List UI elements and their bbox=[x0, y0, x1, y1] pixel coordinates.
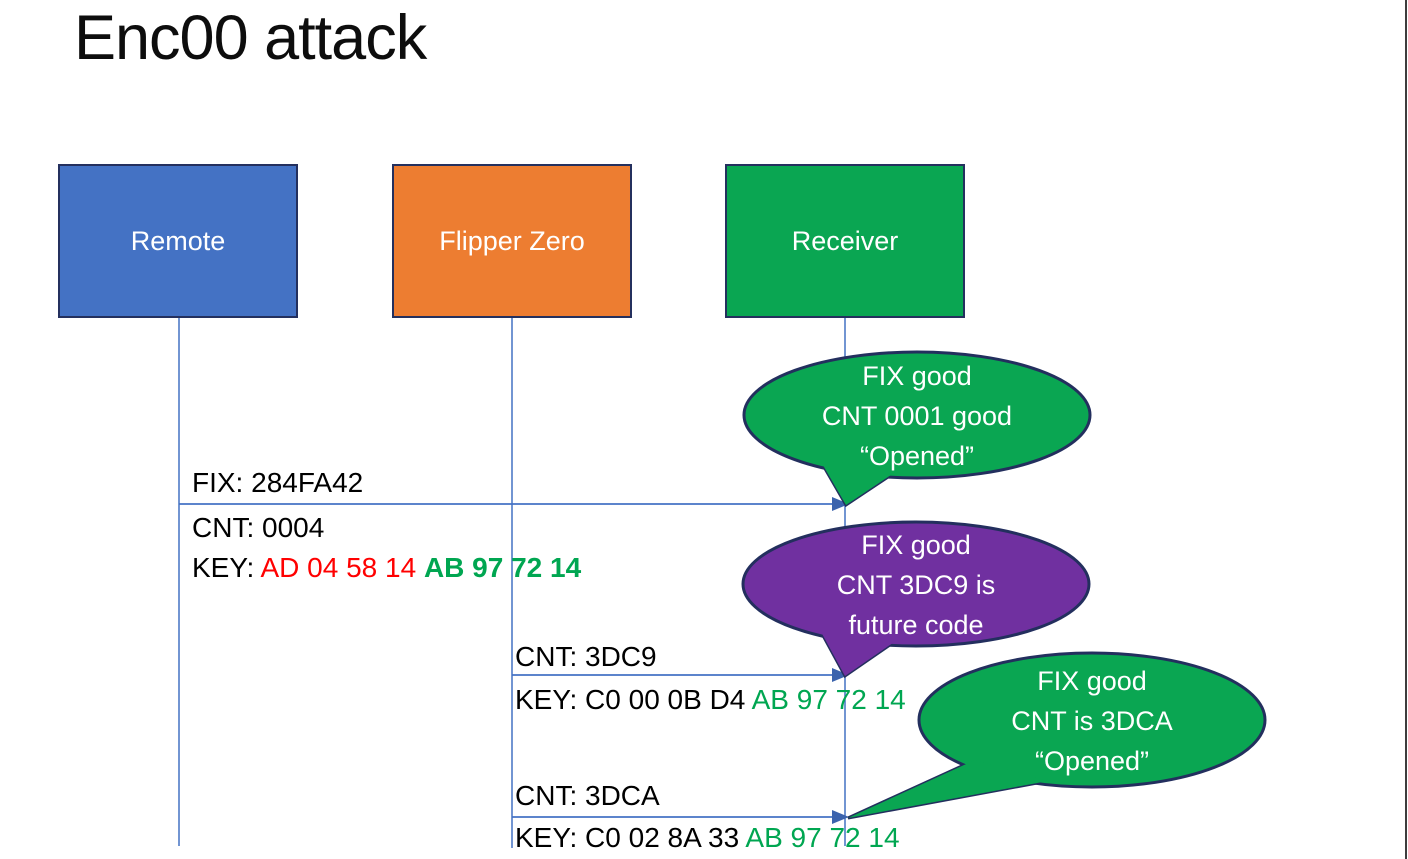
message2-key: KEY: C0 00 0B D4 AB 97 72 14 bbox=[515, 683, 906, 717]
speech-bubble-opened-2[interactable] bbox=[847, 651, 1267, 820]
arrowhead-icon bbox=[832, 810, 849, 824]
message-arrow-flipper-to-receiver-2[interactable] bbox=[512, 810, 849, 824]
key-changed-bytes: C0 02 8A 33 bbox=[585, 822, 746, 853]
bubble-tail-fill bbox=[848, 760, 1048, 818]
message1-cnt: CNT: 0004 bbox=[192, 512, 325, 543]
arrowhead-icon bbox=[832, 668, 849, 682]
message1-key: KEY: AD 04 58 14 AB 97 72 14 bbox=[192, 551, 581, 585]
bubble-line: “Opened” bbox=[1034, 746, 1150, 776]
bubble-body bbox=[742, 350, 1092, 480]
key-prefix: KEY: bbox=[515, 684, 586, 715]
message3-cnt: CNT: 3DCA bbox=[515, 780, 660, 811]
bubble-line: FIX good bbox=[861, 530, 971, 560]
key-changed-bytes: AD 04 58 14 bbox=[260, 552, 424, 583]
bubble-line: future code bbox=[848, 610, 984, 640]
bubble1-text: FIX good CNT 0001 good “Opened” bbox=[744, 356, 1090, 476]
bubble-line: “Opened” bbox=[859, 441, 975, 471]
actor-receiver[interactable]: Receiver bbox=[725, 164, 965, 318]
bubble-tail-fill bbox=[820, 460, 900, 505]
bubble2-text: FIX good CNT 3DC9 is future code bbox=[743, 525, 1089, 645]
key-fixed-bytes: AB 97 72 14 bbox=[745, 822, 900, 853]
bubble-tail-fill bbox=[820, 630, 900, 676]
message-arrow-flipper-to-receiver-1[interactable] bbox=[512, 668, 849, 682]
slide-title: Enc00 attack bbox=[74, 3, 427, 73]
bubble-line: FIX good bbox=[1037, 666, 1147, 696]
bubble-line: FIX good bbox=[862, 361, 972, 391]
actor-receiver-label: Receiver bbox=[791, 225, 899, 256]
bubble-line: CNT 3DC9 is bbox=[836, 570, 996, 600]
key-prefix: KEY: bbox=[192, 552, 261, 583]
bubble-body bbox=[917, 651, 1267, 789]
message3-key: KEY: C0 02 8A 33 AB 97 72 14 bbox=[515, 821, 900, 855]
actor-remote[interactable]: Remote bbox=[58, 164, 298, 318]
key-prefix: KEY: bbox=[515, 822, 586, 853]
key-fixed-bytes: AB 97 72 14 bbox=[423, 552, 582, 583]
bubble-line: CNT 0001 good bbox=[821, 401, 1013, 431]
message2-cnt: CNT: 3DC9 bbox=[515, 641, 657, 672]
message1-fix: FIX: 284FA42 bbox=[192, 467, 364, 498]
speech-bubble-opened-1[interactable] bbox=[742, 350, 1092, 508]
actor-remote-label: Remote bbox=[130, 225, 226, 256]
slide-right-border bbox=[1405, 0, 1407, 859]
bubble-line: CNT is 3DCA bbox=[1011, 706, 1173, 736]
bubble3-text: FIX good CNT is 3DCA “Opened” bbox=[919, 661, 1265, 781]
key-changed-bytes: C0 00 0B D4 bbox=[585, 684, 752, 715]
bubble-body bbox=[741, 520, 1091, 648]
speech-bubble-future-code[interactable] bbox=[741, 520, 1091, 679]
key-fixed-bytes: AB 97 72 14 bbox=[751, 684, 906, 715]
actor-flipper-zero[interactable]: Flipper Zero bbox=[392, 164, 632, 318]
arrowhead-icon bbox=[832, 497, 849, 511]
message-arrow-remote-to-receiver[interactable] bbox=[179, 497, 849, 511]
actor-flipper-zero-label: Flipper Zero bbox=[439, 225, 585, 256]
